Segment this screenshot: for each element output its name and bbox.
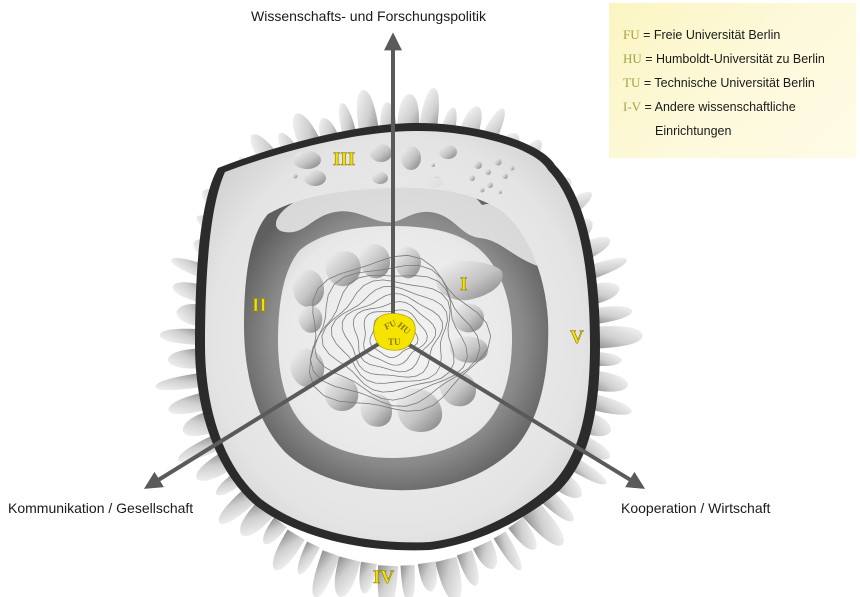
legend-abbr: I-V [623,99,641,114]
legend-item-i-v: I-V = Andere wissenschaftliche [623,95,856,119]
legend-item-continuation: Einrichtungen [623,119,856,143]
legend-text: Andere wissenschaftliche [655,100,796,114]
legend-equals: = [642,52,656,66]
legend-text: Humboldt-Universität zu Berlin [656,52,825,66]
legend-abbr: FU [623,27,640,42]
ring-label-i: I [460,274,467,295]
ring-label-iii: III [333,149,355,170]
legend-equals: = [641,100,655,114]
ring-label-v: V [570,327,584,348]
legend-abbr: TU [623,75,640,90]
ring-label-ii: II [252,295,267,316]
legend-item-tu: TU = Technische Universität Berlin [623,71,856,95]
legend-text: Technische Universität Berlin [654,76,815,90]
outer-petal [159,327,201,345]
legend-item-hu: HU = Humboldt-Universität zu Berlin [623,47,856,71]
legend-abbr: HU [623,51,642,66]
axis-label-left: Kommunikation / Gesellschaft [8,500,193,516]
legend-text: Freie Universität Berlin [654,28,780,42]
core-label-tu: TU [388,337,401,347]
ring-label-iv: IV [373,567,394,588]
legend-box: FU = Freie Universität Berlin HU = Humbo… [609,3,856,158]
outer-petal [154,373,203,394]
outer-petal [595,324,643,348]
legend-item-fu: FU = Freie Universität Berlin [623,23,856,47]
axis-label-right: Kooperation / Wirtschaft [621,500,770,516]
outer-petal [401,565,417,597]
axis-label-top: Wissenschafts- und Forschungspolitik [251,8,486,24]
legend-equals: = [640,76,654,90]
legend-equals: = [640,28,654,42]
